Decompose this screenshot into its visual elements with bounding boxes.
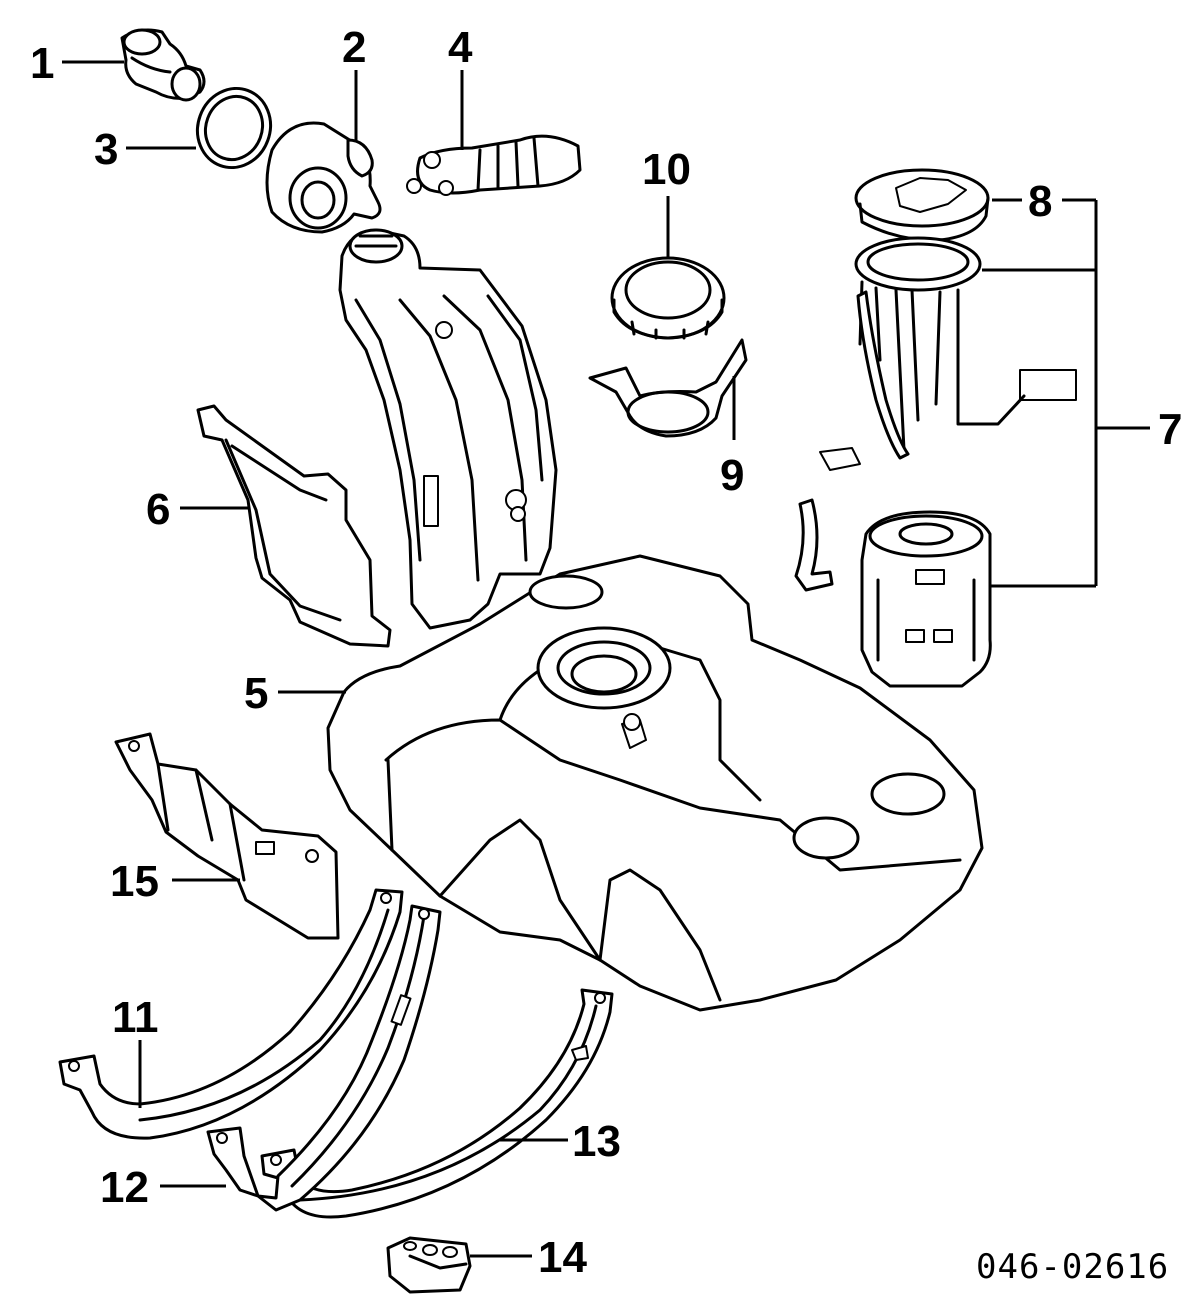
callout-6: 6	[146, 485, 170, 534]
callout-13: 13	[572, 1117, 621, 1166]
part-3-seal-ring[interactable]	[186, 78, 281, 178]
callout-12: 12	[100, 1163, 149, 1212]
reference-code: 046-02616	[976, 1247, 1169, 1287]
callout-2: 2	[342, 23, 366, 72]
callouts: 1 2 3 4 5 6 7 8 9 10 11 12 13 14 15	[30, 23, 1182, 1282]
part-6-heat-shield[interactable]	[196, 404, 392, 648]
part-15-shield-bracket[interactable]	[114, 732, 340, 940]
part-11-strap[interactable]	[58, 888, 404, 1140]
callout-1: 1	[30, 39, 54, 88]
part-2-filler-housing[interactable]	[265, 121, 382, 234]
filler-neck-tube[interactable]	[338, 228, 558, 630]
callout-10: 10	[642, 145, 691, 194]
part-14-rubber-block[interactable]	[386, 1236, 472, 1294]
callout-3: 3	[94, 125, 118, 174]
callout-9: 9	[720, 451, 744, 500]
callout-14: 14	[538, 1233, 587, 1282]
callout-15: 15	[110, 857, 159, 906]
part-5-fuel-tank[interactable]	[326, 554, 984, 1012]
callout-8: 8	[1028, 177, 1052, 226]
leader-lines	[62, 60, 1150, 1258]
part-12-strap[interactable]	[206, 904, 442, 1212]
part-7-pump-assembly[interactable]	[794, 236, 1077, 688]
part-10-lock-ring[interactable]	[610, 256, 726, 340]
part-8-sender-flange[interactable]	[854, 168, 990, 242]
part-1-filler-cap[interactable]	[120, 28, 206, 102]
callout-11: 11	[112, 993, 159, 1042]
part-9-bracket[interactable]	[588, 338, 748, 438]
callout-4: 4	[448, 23, 473, 72]
part-4-vent-hose[interactable]	[406, 134, 582, 196]
callout-5: 5	[244, 669, 268, 718]
callout-7: 7	[1158, 405, 1182, 454]
